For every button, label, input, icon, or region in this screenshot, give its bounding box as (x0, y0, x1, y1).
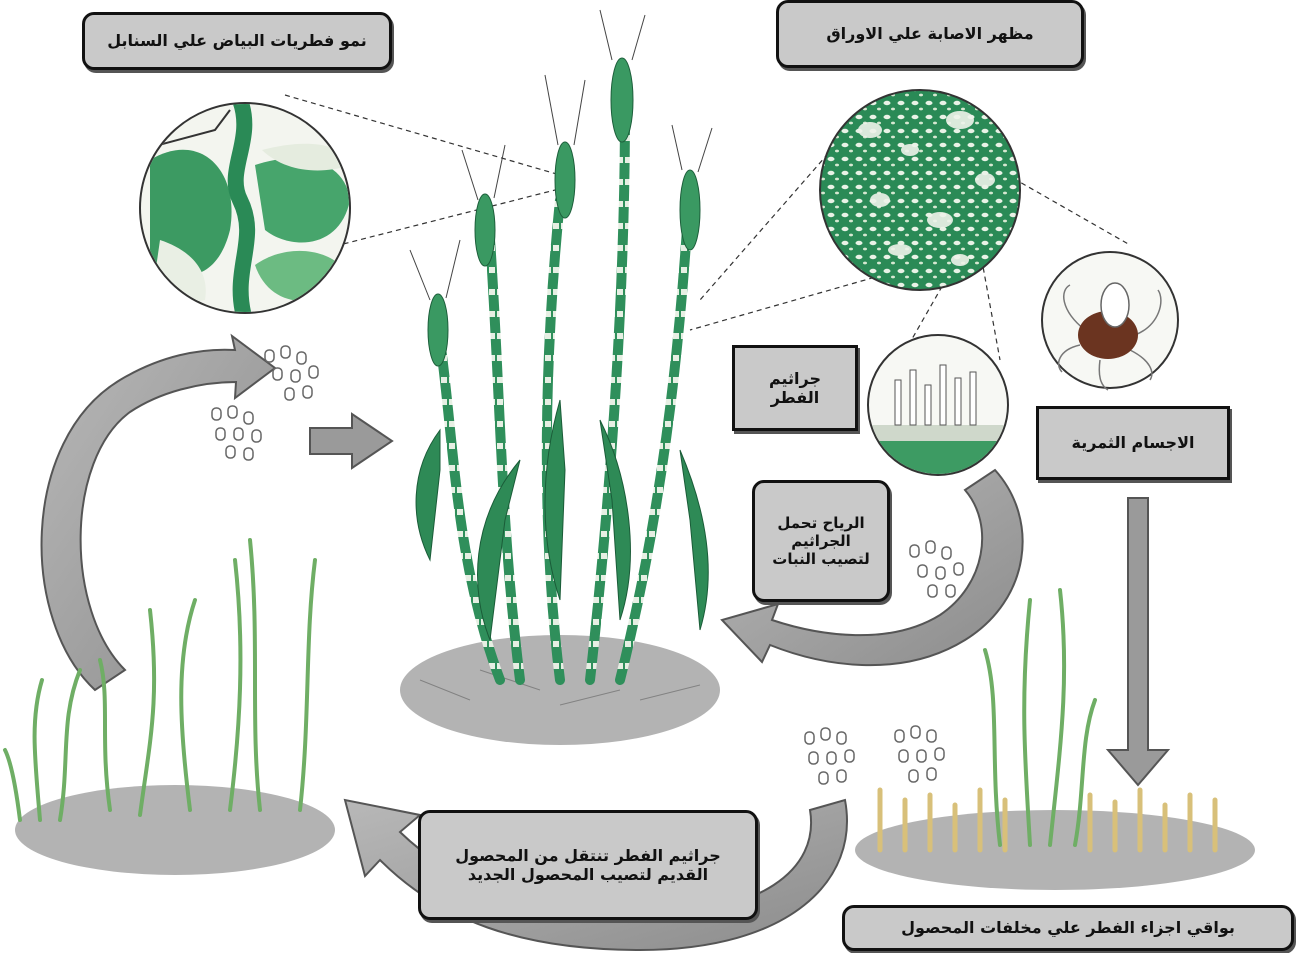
label-mildew-on-ears: نمو فطريات البياض علي السنابل (82, 12, 392, 70)
label-remains-on-residue: بواقي اجزاء الفطر علي مخلفات المحصول (842, 905, 1294, 951)
label-remains-on-residue-text: بواقي اجزاء الفطر علي مخلفات المحصول (901, 918, 1235, 937)
label-fruiting-bodies-text: الاجسام الثمرية (1072, 433, 1195, 452)
spore-cluster-icon (805, 728, 854, 784)
central-wheat-plants (400, 10, 720, 745)
label-wind-carries-text: الرياح تحمل الجراثيم لتصيب النبات (769, 514, 873, 568)
label-leaf-infection-text: مظهر الاصابة علي الاوراق (826, 24, 1033, 43)
label-spores-transfer: جراثيم الفطر تنتقل من المحصول القديم لتص… (418, 810, 758, 920)
spores-tissue-zoom-circle (868, 335, 1008, 480)
leaf-infection-zoom-circle (820, 90, 1020, 290)
label-leaf-infection: مظهر الاصابة علي الاوراق (776, 0, 1084, 68)
label-fungal-spores-text: جراثيم الفطر (753, 369, 837, 407)
spore-cluster-icon (910, 541, 963, 597)
fruiting-body-zoom-circle (1042, 252, 1178, 390)
spore-cluster-icon (895, 726, 944, 782)
label-wind-carries: الرياح تحمل الجراثيم لتصيب النبات (752, 480, 890, 602)
label-fruiting-bodies: الاجسام الثمرية (1036, 406, 1230, 480)
ear-mildew-zoom-circle (140, 100, 352, 320)
down-arrow-icon (1108, 498, 1168, 785)
label-mildew-on-ears-text: نمو فطريات البياض علي السنابل (107, 31, 367, 50)
spore-cluster-icon (265, 346, 318, 400)
spore-cluster-icon (212, 406, 261, 460)
right-arrow-icon (310, 414, 392, 468)
label-spores-transfer-text: جراثيم الفطر تنتقل من المحصول القديم لتص… (445, 846, 731, 884)
label-fungal-spores: جراثيم الفطر (732, 345, 858, 431)
